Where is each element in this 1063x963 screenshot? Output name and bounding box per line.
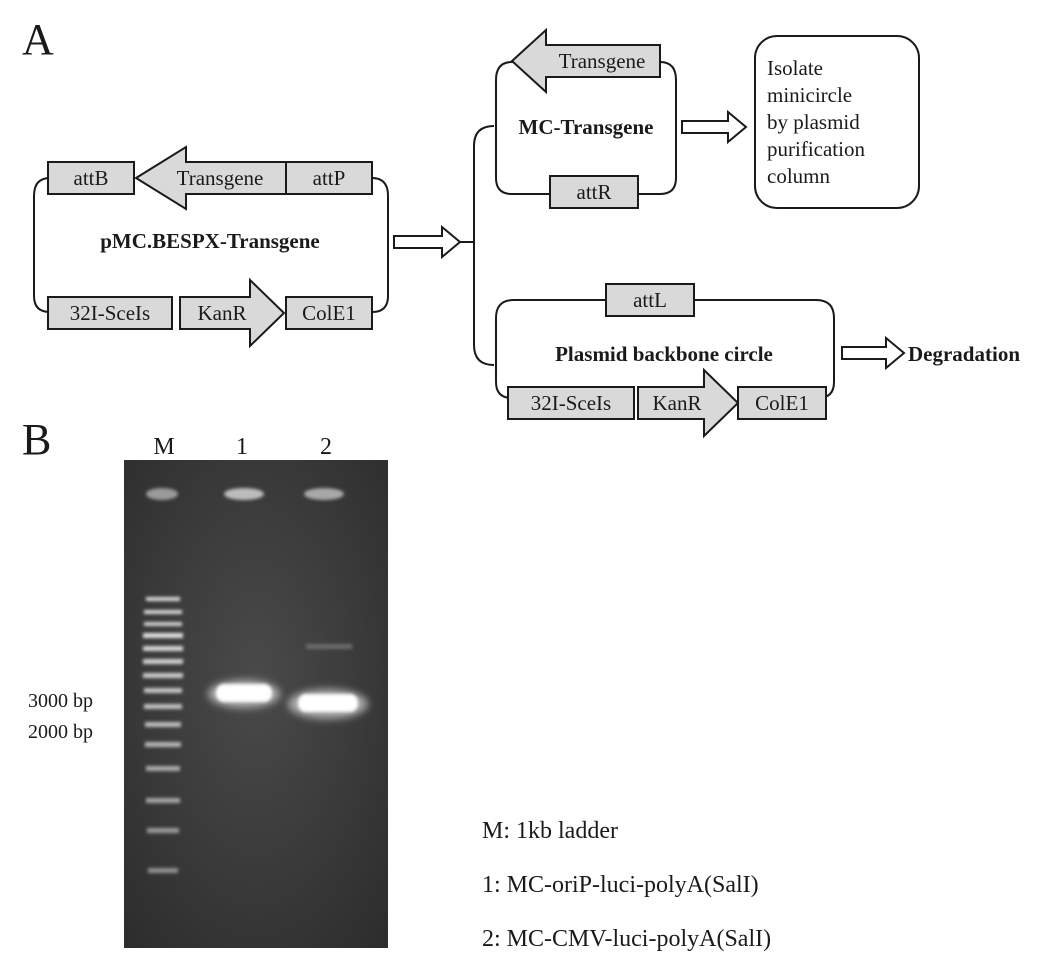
lane-2-faint-band xyxy=(306,644,352,649)
ladder-band xyxy=(145,742,181,747)
recombination-arrow xyxy=(393,224,462,260)
minicircle-right-arc xyxy=(638,61,677,195)
lane-label-2: 2 xyxy=(320,434,332,460)
scei-box xyxy=(47,296,173,330)
isolate-note-line-5: column xyxy=(767,164,830,188)
well-m xyxy=(146,488,178,500)
minicircle-left-arc xyxy=(495,61,550,195)
ladder-band xyxy=(144,704,182,709)
isolate-note-line-4: purification xyxy=(767,137,865,161)
split-bracket xyxy=(473,125,495,366)
attb-label: attB xyxy=(74,166,109,190)
attb-box xyxy=(47,161,135,195)
backbone-kanr-label: KanR xyxy=(653,391,702,415)
minicircle: Transgene MC-Transgene attR xyxy=(495,27,677,209)
ladder-band xyxy=(144,610,182,614)
marker-3000: 3000 bp xyxy=(28,690,93,712)
degradation-label: Degradation xyxy=(908,342,1020,366)
backbone-left-arc xyxy=(495,299,606,399)
ladder-bands xyxy=(143,597,183,873)
attl-label: attL xyxy=(633,288,667,312)
attl-box xyxy=(605,283,695,317)
lane-2-band xyxy=(298,694,358,712)
minicircle-name: MC-Transgene xyxy=(519,115,654,139)
backbone-kanr-arrow xyxy=(637,367,740,439)
parent-plasmid: attB Transgene attP pMC.BESPX-Transgene … xyxy=(33,145,389,349)
isolate-note-line-3: by plasmid xyxy=(767,110,860,134)
isolate-arrow xyxy=(681,109,748,145)
kanr-label: KanR xyxy=(198,301,247,325)
transgene-label: Transgene xyxy=(177,166,264,190)
well-2 xyxy=(304,488,344,500)
ladder-band xyxy=(143,646,183,651)
lane-label-m: M xyxy=(153,434,174,460)
backbone-cole1-label: ColE1 xyxy=(755,391,809,415)
ladder-band xyxy=(143,633,183,638)
ladder-band xyxy=(147,828,179,833)
parent-plasmid-right-arc xyxy=(371,177,389,313)
ladder-band xyxy=(143,673,183,678)
legend-2: 2: MC-CMV-luci-polyA(SalI) xyxy=(482,926,771,952)
ladder-band xyxy=(146,766,180,771)
isolate-note-line-2: minicircle xyxy=(767,83,852,107)
marker-2000: 2000 bp xyxy=(28,721,93,743)
ladder-band xyxy=(145,722,181,727)
ladder-band xyxy=(146,597,180,601)
ladder-band xyxy=(144,688,182,693)
degradation-arrow xyxy=(841,335,906,371)
cole1-box xyxy=(285,296,373,330)
attr-label: attR xyxy=(577,180,612,204)
minicircle-transgene-label: Transgene xyxy=(559,49,646,73)
backbone-plasmid: attL Plasmid backbone circle 32I-SceIs K… xyxy=(495,283,835,439)
backbone-scei-label: 32I-SceIs xyxy=(531,391,611,415)
parent-plasmid-left-arc xyxy=(33,177,51,313)
backbone-scei-box xyxy=(507,386,635,420)
lane-label-1: 1 xyxy=(236,434,248,460)
attp-label: attP xyxy=(313,166,346,190)
legend-m: M: 1kb ladder xyxy=(482,818,618,844)
legend-1: 1: MC-oriP-luci-polyA(SalI) xyxy=(482,872,759,898)
isolate-note-box xyxy=(754,35,920,209)
isolate-note-line-1: Isolate xyxy=(767,56,823,80)
backbone-cole1-box xyxy=(737,386,827,420)
attr-box xyxy=(549,175,639,209)
cole1-label: ColE1 xyxy=(302,301,356,325)
attp-box xyxy=(285,161,373,195)
scei-label: 32I-SceIs xyxy=(70,301,150,325)
kanr-arrow-right xyxy=(179,277,286,349)
panel-label-b: B xyxy=(22,415,51,464)
well-1 xyxy=(224,488,264,500)
parent-plasmid-name: pMC.BESPX-Transgene xyxy=(100,229,320,253)
ladder-band xyxy=(144,622,182,626)
minicircle-transgene-arrow xyxy=(510,27,661,95)
ladder-band xyxy=(148,868,178,873)
gel-image xyxy=(124,460,388,948)
ladder-band xyxy=(143,659,183,664)
lane-1-band xyxy=(216,684,272,702)
panel-label-a: A xyxy=(22,15,54,64)
ladder-band xyxy=(146,798,180,803)
backbone-name: Plasmid backbone circle xyxy=(555,342,773,366)
